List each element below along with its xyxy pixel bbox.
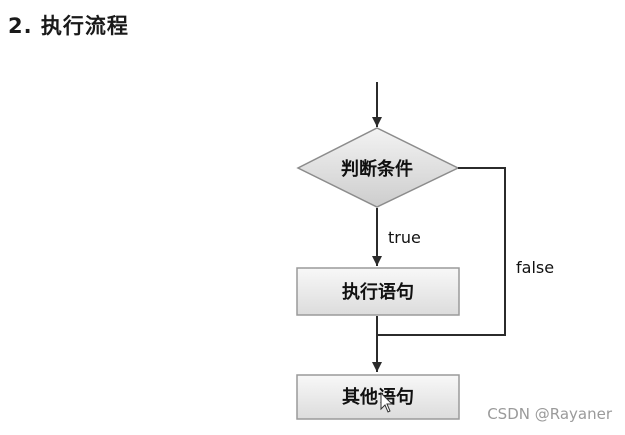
false-path <box>377 167 506 336</box>
false-label: false <box>516 258 554 277</box>
true-label: true <box>388 228 421 247</box>
next-node: 其他语句 <box>296 374 460 420</box>
mouse-cursor-icon <box>380 391 394 413</box>
watermark: CSDN @Rayaner <box>487 405 613 423</box>
condition-label: 判断条件 <box>341 158 413 180</box>
next-label: 其他语句 <box>342 386 414 408</box>
condition-node: 判断条件 <box>296 127 460 208</box>
action-label: 执行语句 <box>342 281 414 303</box>
page-title: 2. 执行流程 <box>8 14 129 38</box>
action-node: 执行语句 <box>296 267 460 316</box>
